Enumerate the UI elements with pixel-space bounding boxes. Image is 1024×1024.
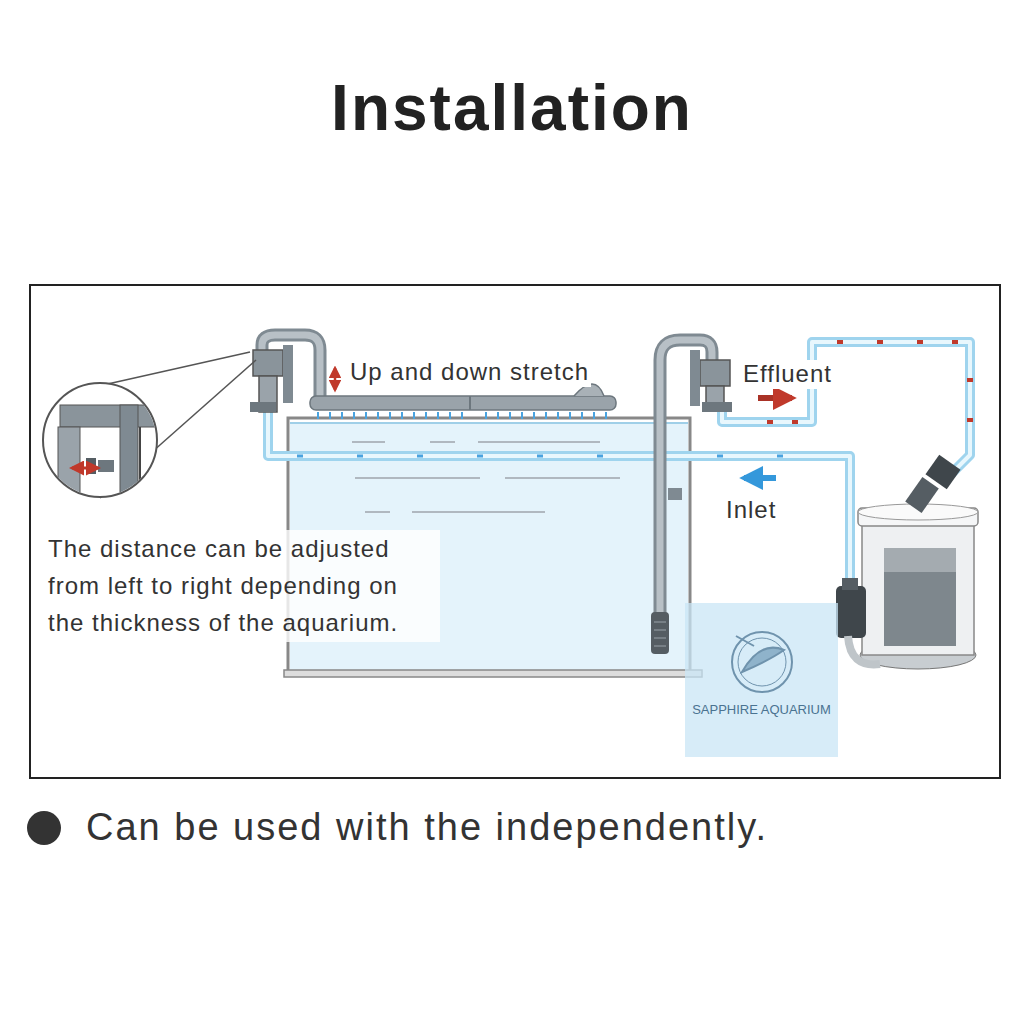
adjust-note: The distance can be adjusted from left t…: [46, 530, 440, 642]
watermark-box: SAPPHIRE AQUARIUM: [685, 603, 838, 757]
canister-filter: [836, 455, 978, 669]
spray-bar: [310, 384, 616, 419]
flow-marks: [297, 340, 973, 458]
clip-detail-callout: [43, 352, 256, 507]
frame: [30, 285, 1000, 778]
watermark-panel: [685, 603, 838, 757]
stretch-label: Up and down stretch: [348, 358, 591, 387]
inlet-label: Inlet: [724, 496, 778, 525]
effluent-label: Effluent: [741, 360, 834, 389]
watermark-logo: [732, 632, 792, 692]
caption: Can be used with the independently.: [86, 805, 768, 851]
effluent-arrow: [758, 395, 792, 401]
inlet-arrow: [744, 475, 776, 481]
watermark-text: SAPPHIRE AQUARIUM: [685, 702, 838, 717]
stretch-arrow: [334, 368, 337, 390]
bullet: [27, 811, 61, 845]
title: Installation: [0, 70, 1024, 147]
